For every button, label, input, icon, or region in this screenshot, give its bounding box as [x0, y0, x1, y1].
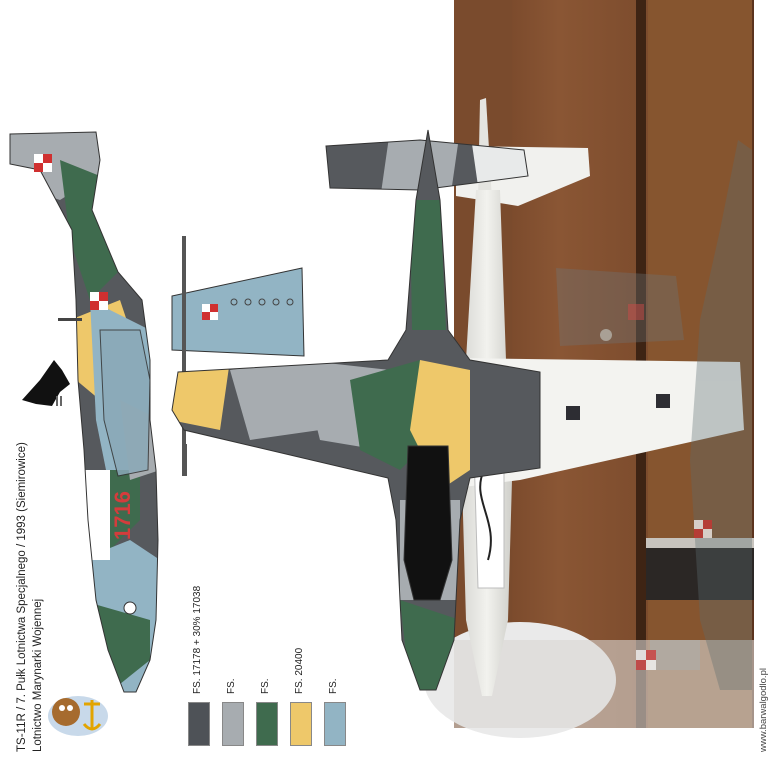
swatch-label: FS. [328, 678, 339, 694]
side-pitot [58, 318, 82, 321]
unit-emblem-icon [22, 360, 70, 406]
wing-panel-pylon [182, 236, 186, 476]
servo-right [656, 394, 670, 408]
color-swatch [324, 702, 346, 746]
aircraft-number: 1716 [110, 491, 135, 540]
swatch-label: FS. [260, 678, 271, 694]
color-swatch [256, 702, 278, 746]
color-swatch [188, 702, 210, 746]
shelf-edge [646, 538, 754, 548]
swatch-label: FS. 17178 + 30% 17038 [192, 585, 203, 694]
swatch-label: FS. 20400 [294, 647, 305, 694]
caption-line-1: TS-11R / 7. Pułk Lotnictwa Specjalnego /… [16, 442, 28, 752]
swatch-label: FS. [226, 678, 237, 694]
top-canopy [403, 445, 453, 601]
ghost-roundel-bottom [636, 650, 656, 670]
site-watermark: www.barwalgodlo.pl [758, 668, 769, 752]
side-emblem-icon [123, 601, 137, 615]
ghost-roundel-wing [628, 304, 644, 320]
caption-line-2: Lotnictwo Marynarki Wojennej [32, 598, 44, 752]
top-outline [171, 129, 541, 691]
wiring [479, 469, 492, 561]
navy-emblem-icon [48, 696, 108, 736]
ghost-side-view [556, 140, 752, 690]
side-canopy [99, 329, 151, 477]
color-swatch [222, 702, 244, 746]
shelf [646, 540, 754, 600]
roundel-icon [90, 292, 108, 310]
side-outline [9, 131, 159, 693]
servo-left [566, 406, 580, 420]
photo-floor [454, 640, 754, 728]
roundel-icon [202, 304, 218, 320]
ghost-roundel-mid [694, 520, 712, 538]
roundel-icon [34, 154, 52, 172]
door-knob [600, 329, 612, 341]
color-swatch [290, 702, 312, 746]
top-pylon [184, 444, 187, 476]
